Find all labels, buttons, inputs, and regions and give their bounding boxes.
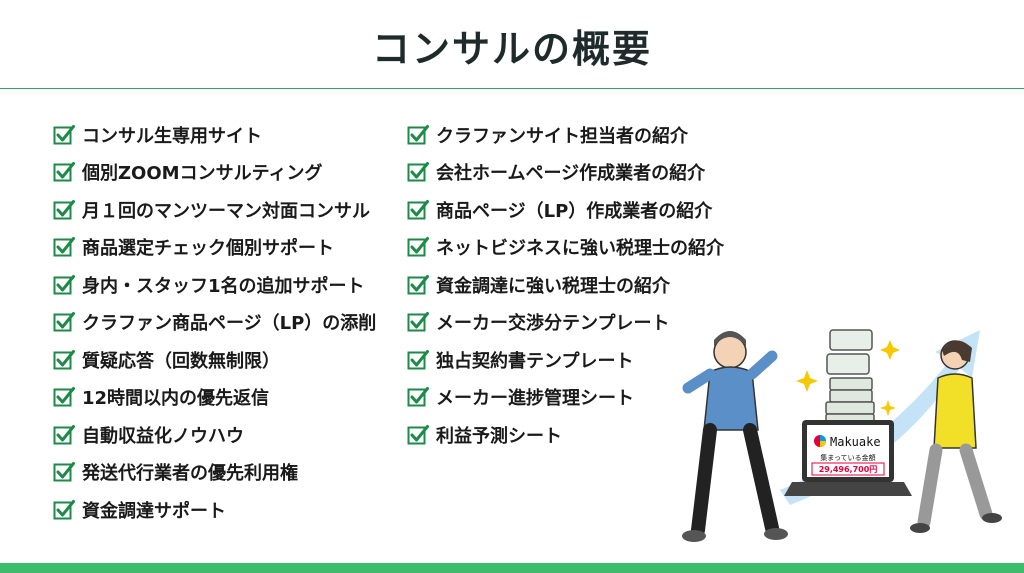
feature-item: 12時間以内の優先返信	[53, 379, 376, 417]
feature-item: 身内・スタッフ1名の追加サポート	[53, 266, 376, 304]
feature-label: クラファン商品ページ（LP）の添削	[82, 313, 377, 335]
header: コンサルの概要	[0, 0, 1024, 88]
feature-item: メーカー交渉分テンプレート	[407, 304, 724, 342]
feature-label: 資金調達サポート	[82, 500, 226, 522]
feature-item: コンサル生専用サイト	[53, 116, 376, 154]
checkbox-icon	[407, 424, 429, 445]
checkbox-icon	[53, 462, 75, 482]
feature-label: 質疑応答（回数無制限）	[82, 350, 280, 372]
checkbox-icon	[407, 124, 429, 145]
feature-label: 独占契約書テンプレート	[436, 350, 634, 372]
feature-item: 月１回のマンツーマン対面コンサル	[53, 191, 376, 229]
feature-item: 資金調達サポート	[53, 491, 376, 529]
feature-item: メーカー進捗管理シート	[407, 379, 724, 417]
feature-label: メーカー交渉分テンプレート	[436, 313, 670, 335]
feature-label: 利益予測シート	[436, 425, 562, 447]
checkbox-icon	[407, 349, 429, 370]
feature-item: 個別ZOOMコンサルティング	[53, 154, 376, 192]
left-feature-list: コンサル生専用サイト個別ZOOMコンサルティング月１回のマンツーマン対面コンサル…	[53, 116, 376, 529]
laptop-amount: 29,496,700円	[819, 465, 878, 474]
checkbox-icon	[53, 199, 75, 220]
header-divider	[0, 88, 1024, 89]
feature-label: 自動収益化ノウハウ	[82, 425, 244, 447]
feature-item: 会社ホームページ作成業者の紹介	[407, 154, 724, 192]
checkbox-icon	[53, 162, 75, 182]
feature-label: 会社ホームページ作成業者の紹介	[436, 163, 706, 185]
feature-label: コンサル生専用サイト	[82, 125, 262, 147]
checkbox-icon	[53, 499, 75, 520]
checkbox-icon	[407, 387, 429, 407]
feature-item: 自動収益化ノウハウ	[53, 416, 376, 454]
checkbox-icon	[53, 424, 75, 445]
feature-item: 資金調達に強い税理士の紹介	[407, 266, 724, 304]
feature-item: 商品ページ（LP）作成業者の紹介	[407, 191, 724, 229]
checkbox-icon	[407, 274, 429, 295]
feature-item: 利益予測シート	[407, 416, 724, 454]
feature-label: 12時間以内の優先返信	[82, 388, 270, 410]
laptop: Makuake 集まっている金額 29,496,700円	[784, 420, 912, 496]
checkbox-icon	[407, 237, 429, 257]
feature-item: 発送代行業者の優先利用権	[53, 454, 376, 492]
celebration-illustration: Makuake 集まっている金額 29,496,700円	[682, 329, 1002, 542]
feature-label: メーカー進捗管理シート	[436, 388, 634, 410]
footer-bar	[0, 563, 1024, 573]
checkbox-icon	[407, 162, 429, 182]
feature-label: 商品選定チェック個別サポート	[82, 238, 334, 260]
right-feature-list: クラファンサイト担当者の紹介会社ホームページ作成業者の紹介商品ページ（LP）作成…	[407, 116, 724, 454]
laptop-caption: 集まっている金額	[820, 453, 875, 462]
checkbox-icon	[53, 274, 75, 295]
feature-item: 商品選定チェック個別サポート	[53, 229, 376, 267]
feature-label: 商品ページ（LP）作成業者の紹介	[436, 200, 713, 222]
feature-item: クラファンサイト担当者の紹介	[407, 116, 724, 154]
feature-label: 月１回のマンツーマン対面コンサル	[82, 200, 370, 222]
checkbox-icon	[53, 387, 75, 407]
woman-figure	[910, 340, 1002, 533]
man-figure	[682, 331, 788, 542]
checkbox-icon	[53, 349, 75, 370]
checkbox-icon	[53, 312, 75, 332]
feature-item: ネットビジネスに強い税理士の紹介	[407, 229, 724, 267]
feature-label: 資金調達に強い税理士の紹介	[436, 275, 670, 297]
feature-label: クラファンサイト担当者の紹介	[436, 125, 688, 147]
laptop-brand: Makuake	[830, 435, 881, 449]
feature-item: 質疑応答（回数無制限）	[53, 341, 376, 379]
checkbox-icon	[407, 199, 429, 220]
checkbox-icon	[407, 312, 429, 332]
checkbox-icon	[53, 124, 75, 145]
feature-label: 発送代行業者の優先利用権	[82, 463, 298, 485]
feature-label: 個別ZOOMコンサルティング	[82, 163, 323, 185]
page-title: コンサルの概要	[371, 27, 652, 71]
feature-item: 独占契約書テンプレート	[407, 341, 724, 379]
feature-label: ネットビジネスに強い税理士の紹介	[436, 238, 724, 260]
checkbox-icon	[53, 237, 75, 257]
feature-label: 身内・スタッフ1名の追加サポート	[82, 275, 365, 297]
feature-item: クラファン商品ページ（LP）の添削	[53, 304, 376, 342]
money-stack-icon	[825, 329, 875, 425]
